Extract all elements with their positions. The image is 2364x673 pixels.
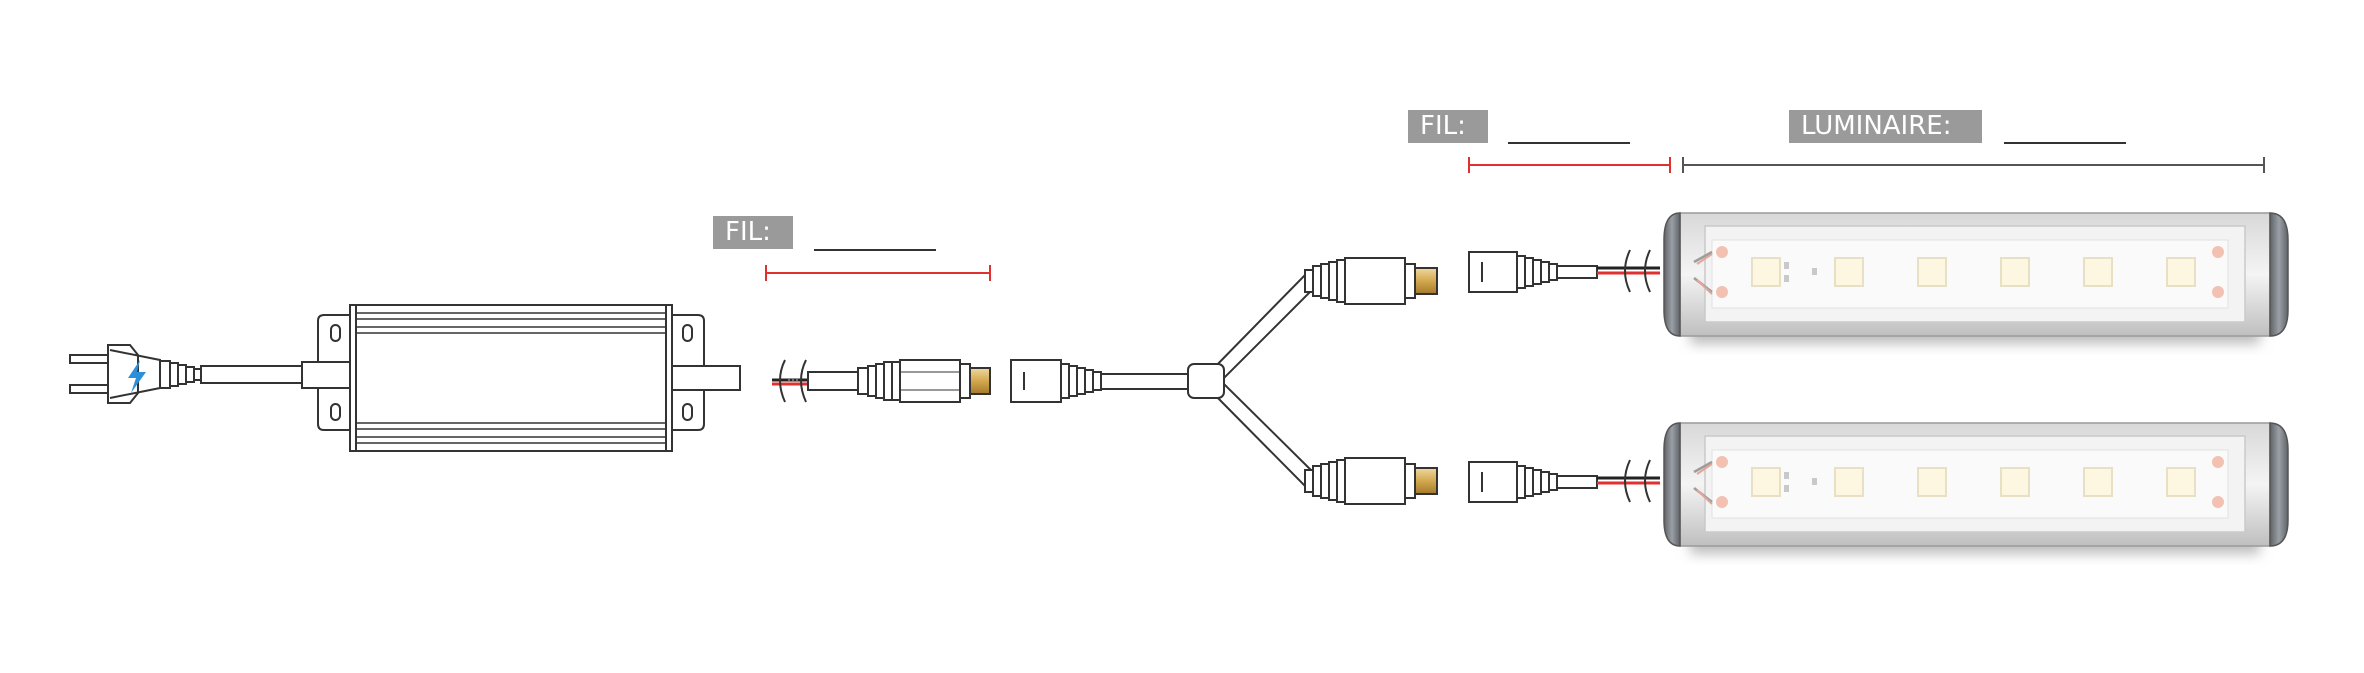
power-supply <box>301 304 741 452</box>
wire-label-left: FIL: <box>713 216 793 249</box>
wall-plug <box>69 344 203 404</box>
wire-length-blank-left <box>814 249 936 251</box>
plug-prongs <box>69 354 111 394</box>
dc-connector-male-left <box>807 359 991 403</box>
wire-label-right: FIL: <box>1408 110 1488 143</box>
wire-bottom-break <box>1597 459 1660 503</box>
wire-length-blank-right <box>1508 142 1630 144</box>
dc-connector-female-top <box>1468 251 1598 293</box>
plug-cord <box>200 365 303 384</box>
measure-wire-right <box>1468 157 1671 173</box>
fixture-length-blank <box>2004 142 2126 144</box>
measure-fixture <box>1682 157 2265 173</box>
dc-connector-female-bottom <box>1468 461 1598 503</box>
led-bar-fixture-bottom <box>1663 422 2289 554</box>
wire-top-break <box>1597 249 1660 293</box>
fixture-label: LUMINAIRE: <box>1789 110 1982 143</box>
lightning-icon <box>128 360 146 393</box>
wire-left-break <box>772 359 808 403</box>
led-bar-fixture-top <box>1663 212 2289 344</box>
y-splitter <box>1010 257 1438 505</box>
measure-wire-left <box>765 265 991 281</box>
